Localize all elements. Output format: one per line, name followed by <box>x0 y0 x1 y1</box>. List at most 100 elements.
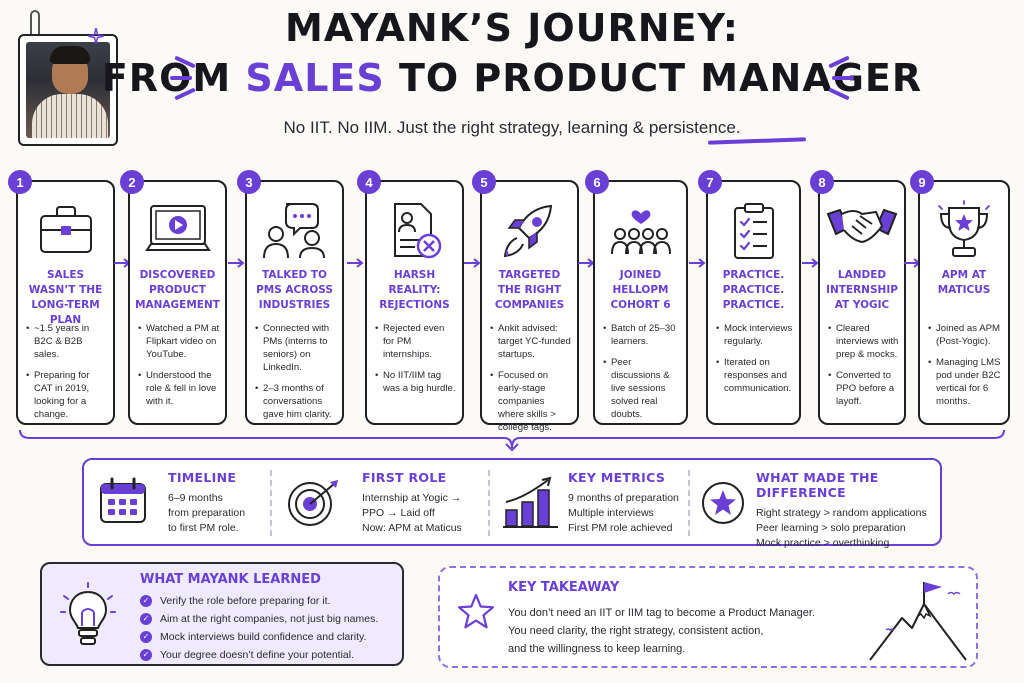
band-divider <box>488 470 490 536</box>
journey-step-4: 4Harsh reality: rejectionsRejected even … <box>357 170 464 425</box>
step-bullets: Rejected even for PM internships. No IIT/… <box>375 322 458 403</box>
page-title-line1: MAYANK’S JOURNEY: <box>285 6 739 50</box>
key-metrics-title: KEY METRICS <box>568 470 666 485</box>
step-number-badge: 3 <box>237 170 261 194</box>
learned-box: WHAT MAYANK LEARNED ✓Verify the role bef… <box>40 562 404 666</box>
step-bullets: Batch of 25–30 learners. Peer discussions… <box>603 322 682 429</box>
handshake-icon <box>820 200 904 262</box>
step-title: Targeted the right companies <box>494 269 565 311</box>
people-chat-icon <box>247 200 342 262</box>
list-item: No IIT/IIM tag was a big hurdle. <box>375 369 458 395</box>
band-divider <box>270 470 272 536</box>
difference-section: WHAT MADE THE DIFFERENCE Right strategy … <box>756 470 940 554</box>
briefcase-icon <box>18 200 113 262</box>
journey-step-1: 1Sales wasn’t the long-term plan~1.5 yea… <box>8 170 115 425</box>
lightbulb-icon <box>60 582 116 645</box>
takeaway-title: KEY TAKEAWAY <box>508 580 620 595</box>
first-role-section: FIRST ROLE Internship at Yogic →PPO → La… <box>362 470 492 554</box>
step-number-badge: 1 <box>8 170 32 194</box>
accent-dash <box>170 76 192 80</box>
list-item: 2–3 months of conversations gave him cla… <box>255 382 338 421</box>
list-item: Converted to PPO before a layoff. <box>828 369 900 408</box>
list-item: Cleared interviews with prep & mocks. <box>828 322 900 361</box>
list-item: ✓Verify the role before preparing for it… <box>140 592 378 610</box>
step-bullets: Connected with PMs (interns to seniors) … <box>255 322 338 429</box>
star-badge-icon <box>702 482 744 524</box>
star-icon <box>457 593 495 629</box>
rejected-resume-icon <box>367 200 462 262</box>
check-icon: ✓ <box>140 613 152 625</box>
list-item: Focused on early-stage companies where s… <box>490 369 573 434</box>
journey-step-2: 2Discovered Product ManagementWatched a … <box>120 170 227 425</box>
step-title: Discovered Product Management <box>135 269 220 311</box>
step-title: Landed internship at Yogic <box>826 269 898 311</box>
step-bullets: Cleared interviews with prep & mocks. Con… <box>828 322 900 416</box>
first-role-title: FIRST ROLE <box>362 470 447 485</box>
list-item: ~1.5 years in B2C & B2B sales. <box>26 322 109 361</box>
trophy-icon <box>920 200 1008 262</box>
journey-step-6: 6Joined HelloPM Cohort 6 Batch of 25–30 l… <box>585 170 688 425</box>
list-item: Connected with PMs (interns to seniors) … <box>255 322 338 374</box>
journey-step-5: 5Targeted the right companiesAnkit advis… <box>472 170 579 433</box>
check-icon: ✓ <box>140 649 152 661</box>
step-number-badge: 8 <box>810 170 834 194</box>
arrow-right-icon <box>228 258 245 268</box>
page-title-line2: FROM SALES TO PRODUCT MANAGER <box>101 56 923 100</box>
list-item: Mock interviews regularly. <box>716 322 795 348</box>
step-number-badge: 2 <box>120 170 144 194</box>
sparkle-icon <box>88 28 104 44</box>
arrow-right-icon <box>346 258 364 268</box>
list-item: Iterated on responses and communication. <box>716 356 795 395</box>
list-item: ✓Aim at the right companies, not just bi… <box>140 610 378 628</box>
subtitle-underline <box>707 137 807 145</box>
community-icon <box>595 200 686 262</box>
learned-list: ✓Verify the role before preparing for it… <box>140 592 378 664</box>
step-bullets: Ankit advised: target YC-funded startups… <box>490 322 573 442</box>
list-item: ✓Your degree doesn’t define your potenti… <box>140 646 378 664</box>
step-title: Talked to PMs across industries <box>256 269 333 311</box>
list-item: Batch of 25–30 learners. <box>603 322 682 348</box>
mountain-flag-icon <box>869 582 967 661</box>
step-number-badge: 9 <box>910 170 934 194</box>
list-item: Rejected even for PM internships. <box>375 322 458 361</box>
step-title: Harsh reality: rejections <box>379 269 450 311</box>
journey-step-7: 7Practice. Practice. Practice.Mock inter… <box>698 170 801 425</box>
list-item: Understood the role & fell in love with … <box>138 369 221 408</box>
arrow-right-icon <box>689 258 706 268</box>
step-title: APM at Maticus <box>937 269 991 296</box>
list-item: ✓Mock interviews build confidence and cl… <box>140 628 378 646</box>
video-monitor-icon <box>130 200 225 262</box>
step-number-badge: 5 <box>472 170 496 194</box>
steps-bracket-connector <box>19 429 1005 452</box>
profile-photo-frame <box>18 34 118 146</box>
checklist-icon <box>708 200 799 262</box>
profile-photo <box>26 42 110 138</box>
accent-dash <box>832 76 854 80</box>
step-number-badge: 6 <box>585 170 609 194</box>
takeaway-text: You don’t need an IIT or IIM tag to beco… <box>508 607 815 655</box>
step-number-badge: 4 <box>357 170 381 194</box>
step-bullets: Watched a PM at Flipkart video on YouTub… <box>138 322 221 416</box>
arrow-right-icon <box>464 258 481 268</box>
step-title: Joined HelloPM Cohort 6 <box>610 269 671 311</box>
check-icon: ✓ <box>140 595 152 607</box>
target-icon <box>288 480 338 526</box>
step-bullets: ~1.5 years in B2C & B2B sales.Preparing … <box>26 322 109 429</box>
learned-title: WHAT MAYANK LEARNED <box>140 572 321 587</box>
list-item: Watched a PM at Flipkart video on YouTub… <box>138 322 221 361</box>
page-subtitle: No IIT. No IIM. Just the right strategy,… <box>283 118 741 137</box>
check-icon: ✓ <box>140 631 152 643</box>
list-item: Peer discussions & live sessions solved … <box>603 356 682 421</box>
journey-step-3: 3Talked to PMs across industriesConnecte… <box>237 170 344 425</box>
difference-title: WHAT MADE THE DIFFERENCE <box>756 470 879 500</box>
calendar-icon <box>100 477 146 523</box>
list-item: Ankit advised: target YC-funded startups… <box>490 322 573 361</box>
list-item: Managing LMS pod under B2C vertical for … <box>928 356 1004 408</box>
